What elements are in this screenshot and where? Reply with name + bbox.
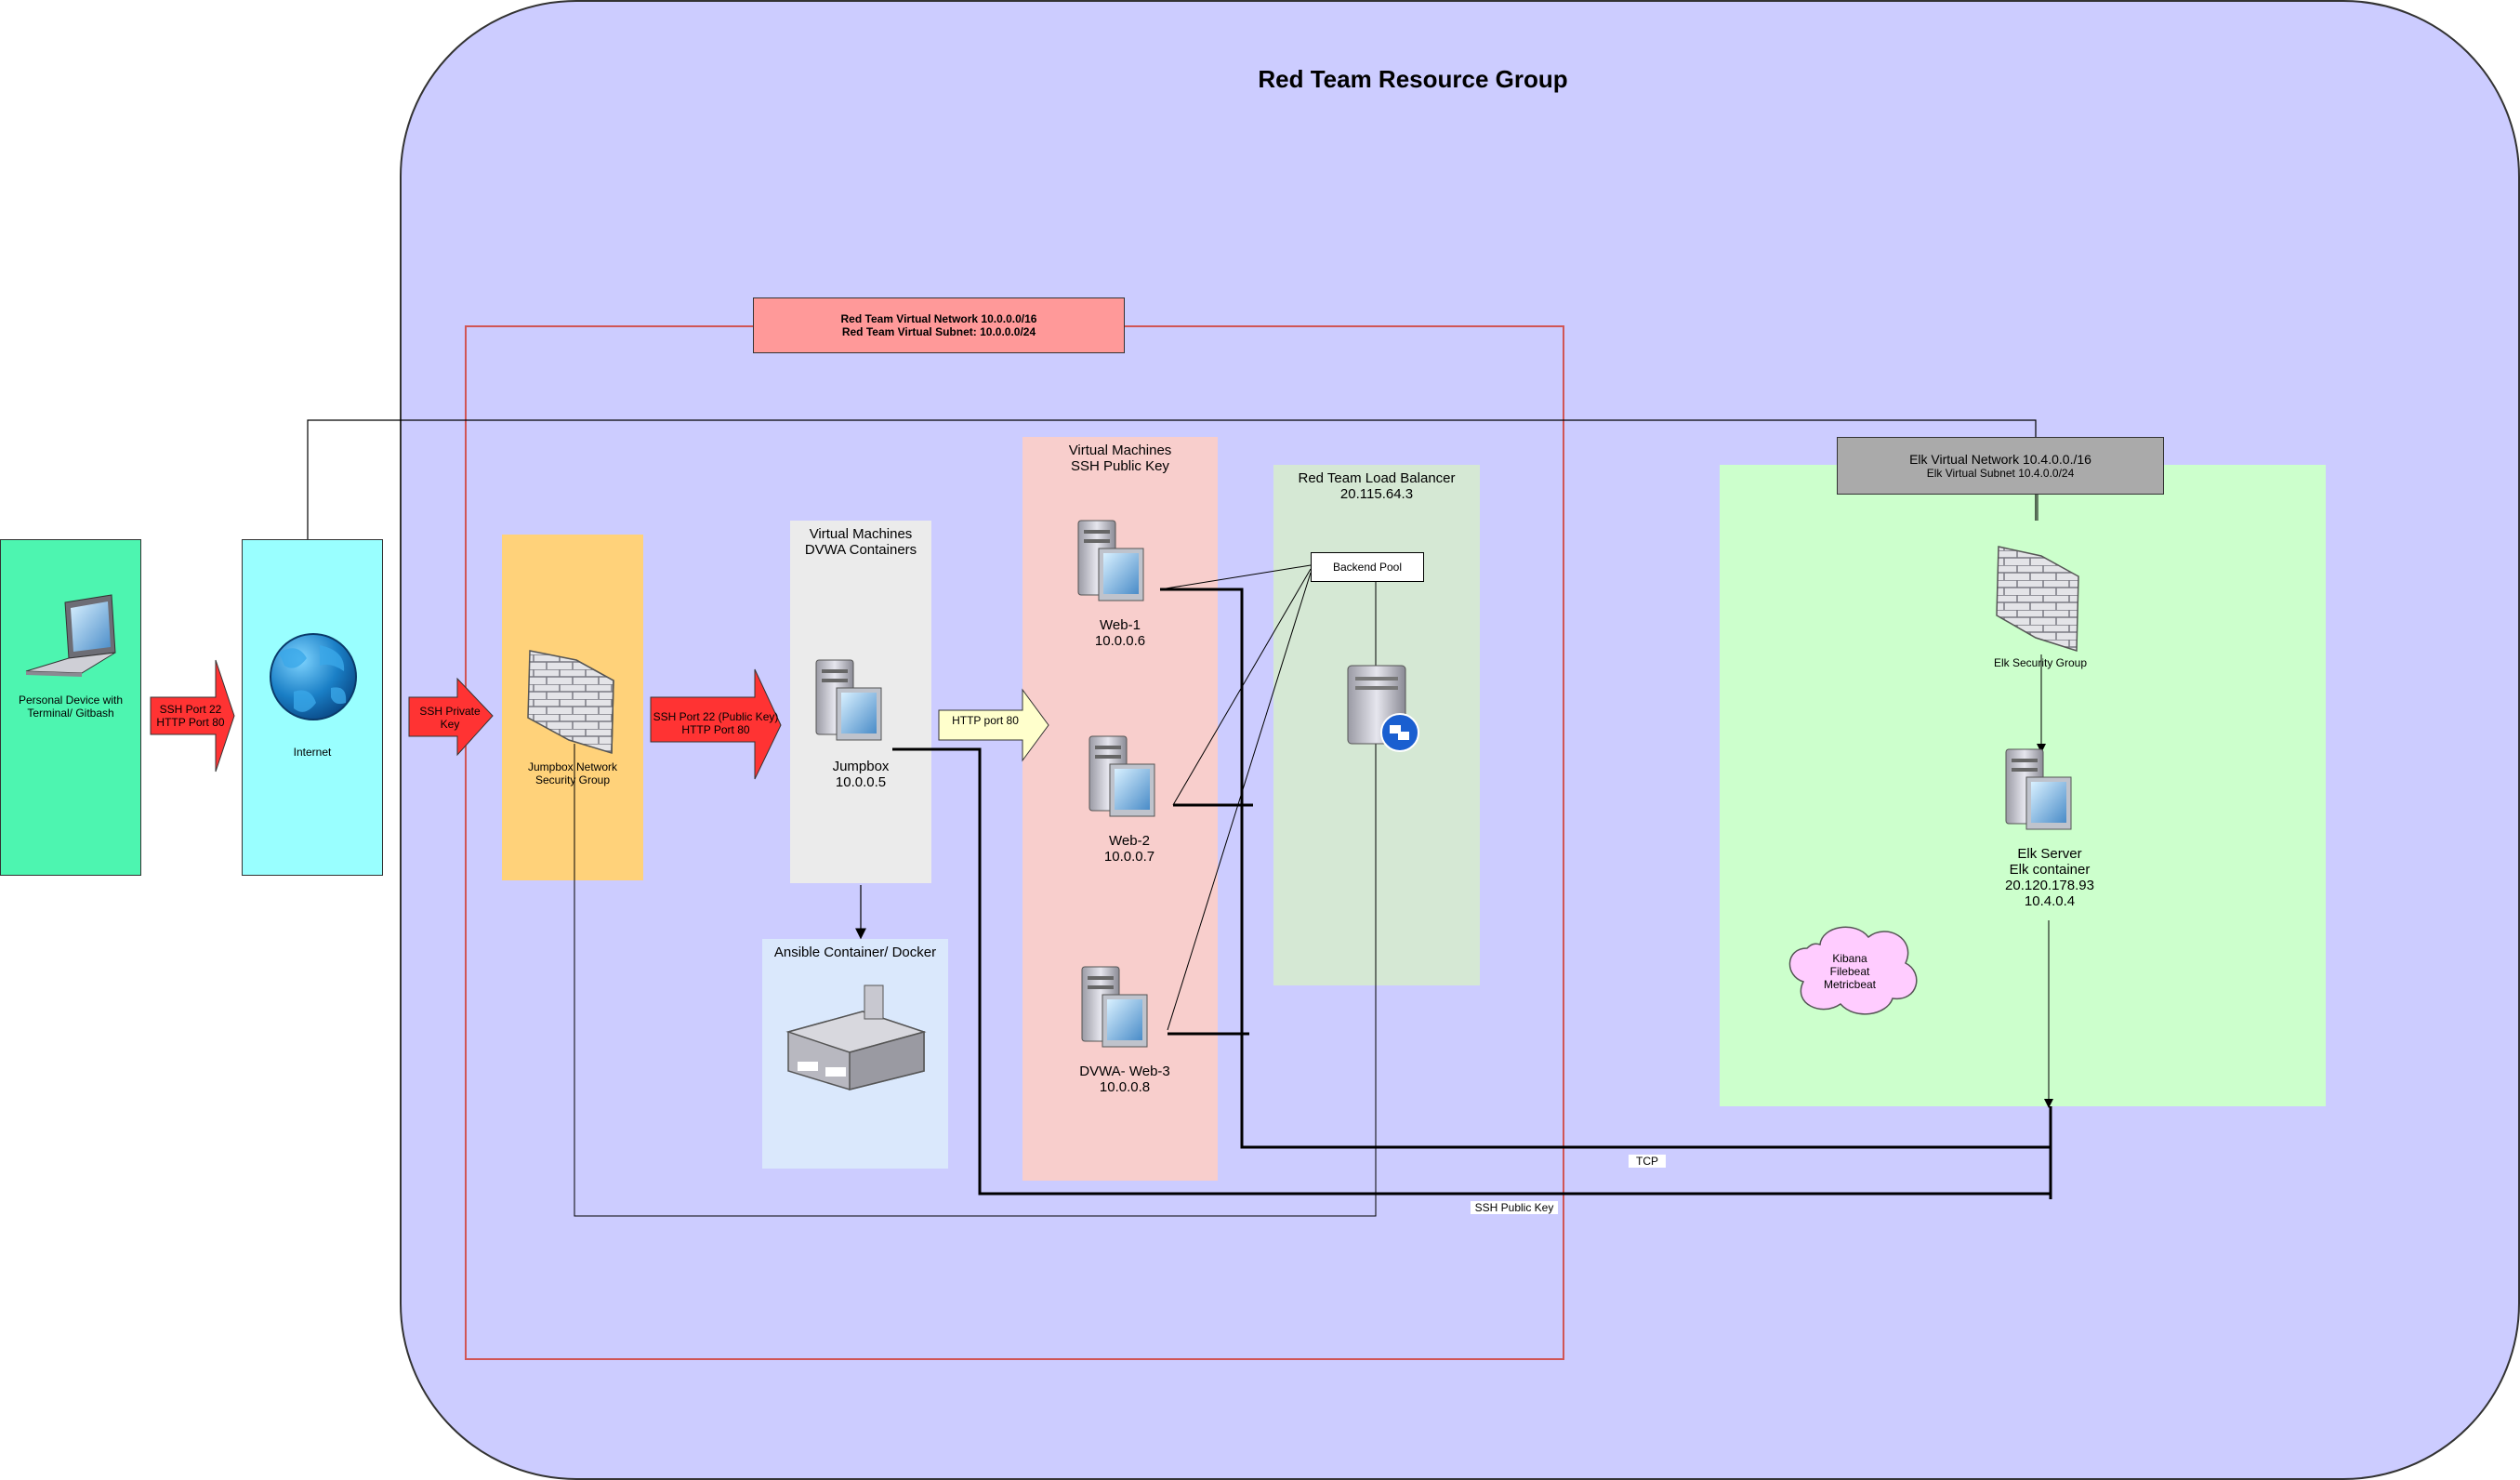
jumpbox-nsg-line2: Security Group xyxy=(534,773,611,786)
arrow-nsg-jumpbox-line2: HTTP Port 80 xyxy=(681,723,750,736)
laptop-icon xyxy=(25,594,116,677)
tcp-label: TCP xyxy=(1629,1155,1666,1168)
globe-icon xyxy=(270,633,357,720)
elk-cloud-label: Kibana Filebeat Metricbeat xyxy=(1803,952,1896,991)
personal-device-line2: Terminal/ Gitbash xyxy=(27,707,114,720)
elk-cloud-line2: Filebeat xyxy=(1829,965,1870,978)
elk-server-line2: Elk container xyxy=(2009,862,2091,878)
internet-elk-link xyxy=(307,419,2037,539)
vms-group-title: Virtual Machines SSH Public Key xyxy=(1023,443,1218,474)
arrow-internet-nsg xyxy=(408,677,494,757)
arrow-device-internet-line1: SSH Port 22 xyxy=(159,703,222,716)
load-balancer-ip: 20.115.64.3 xyxy=(1339,486,1414,502)
arrow-device-internet-line2: HTTP Port 80 xyxy=(156,716,225,729)
arrow-device-internet-label: SSH Port 22 HTTP Port 80 xyxy=(151,703,231,729)
elk-server-icon xyxy=(2005,748,2072,830)
web2-server-icon xyxy=(1088,735,1155,817)
jumpbox-group-line2: DVWA Containers xyxy=(804,542,917,558)
web3-ip: 10.0.0.8 xyxy=(1099,1079,1151,1095)
elk-cloud-line3: Metricbeat xyxy=(1823,978,1877,991)
personal-device-line1: Personal Device with xyxy=(18,694,124,707)
elk-server-line3: 20.120.178.93 xyxy=(2005,878,2094,893)
elk-vnet-label: Elk Virtual Network 10.4.0.0./16 Elk Vir… xyxy=(1837,437,2164,495)
jumpbox-label: Jumpbox 10.0.0.5 xyxy=(790,759,931,790)
nsg-lb-link xyxy=(574,744,1377,1217)
elk-vnet-line2: Elk Virtual Subnet 10.4.0.0/24 xyxy=(1926,467,2075,480)
load-balancer-server-icon xyxy=(1347,665,1419,752)
web3-pool-link xyxy=(1167,572,1312,1031)
web2-ip: 10.0.0.7 xyxy=(1103,849,1155,865)
jumpbox-nsg-label: Jumpbox Network Security Group xyxy=(502,760,643,786)
jumpbox-ip: 10.0.0.5 xyxy=(835,774,887,790)
arrow-nsg-jumpbox-label: SSH Port 22 (Public Key) HTTP Port 80 xyxy=(651,710,781,736)
backend-pool-box[interactable]: Backend Pool xyxy=(1311,552,1424,582)
arrow-internet-nsg-label: SSH Private Key xyxy=(409,705,491,731)
elk-server-line4: 10.4.0.4 xyxy=(2024,893,2076,909)
jumpbox-name: Jumpbox xyxy=(832,759,890,774)
load-balancer-name: Red Team Load Balancer xyxy=(1298,470,1456,486)
jumpbox-server-icon xyxy=(815,659,882,741)
personal-device-box xyxy=(0,539,141,876)
arrow-device-internet xyxy=(150,659,235,773)
web3-name: DVWA- Web-3 xyxy=(1079,1064,1170,1079)
elk-server-line1: Elk Server xyxy=(2017,846,2082,862)
web1-ip: 10.0.0.6 xyxy=(1094,633,1146,649)
elk-vnet-line1: Elk Virtual Network 10.4.0.0./16 xyxy=(1909,452,2091,467)
elk-server-label: Elk Server Elk container 20.120.178.93 1… xyxy=(1961,846,2138,909)
jumpbox-group-line1: Virtual Machines xyxy=(809,526,913,542)
web1-label: Web-1 10.0.0.6 xyxy=(1050,617,1190,649)
personal-device-label: Personal Device with Terminal/ Gitbash xyxy=(0,694,141,720)
elk-cloud-line1: Kibana xyxy=(1832,952,1867,965)
ssh-public-key-label: SSH Public Key xyxy=(1471,1201,1558,1214)
arrow-internet-nsg-line1: SSH Private xyxy=(419,705,481,718)
load-balancer-label: Red Team Load Balancer 20.115.64.3 xyxy=(1273,470,1480,502)
jumpbox-nsg-line1: Jumpbox Network xyxy=(527,760,618,773)
ansible-label: Ansible Container/ Docker xyxy=(773,945,937,960)
web1-pool-link xyxy=(1159,564,1312,590)
arrow-nsg-jumpbox xyxy=(650,668,782,780)
elk-security-label: Elk Security Group xyxy=(1993,656,2088,669)
vms-group-line1: Virtual Machines xyxy=(1068,443,1172,458)
web1-name: Web-1 xyxy=(1100,617,1141,633)
jumpbox-firewall-icon xyxy=(527,650,614,755)
elk-firewall-icon xyxy=(1996,546,2079,653)
resource-group-title: Red Team Resource Group xyxy=(1258,65,1568,93)
red-team-vnet-label: Red Team Virtual Network 10.0.0.0/16 Red… xyxy=(753,297,1125,353)
jumpbox-group-title: Virtual Machines DVWA Containers xyxy=(790,526,931,558)
tcp-bus xyxy=(1160,588,2051,1149)
http-arrow-label: HTTP port 80 xyxy=(952,714,1019,727)
elk-cloud-icon xyxy=(1788,926,1918,1015)
vnet-line1: Red Team Virtual Network 10.0.0.0/16 xyxy=(840,312,1037,325)
jumpbox-ssh-bus xyxy=(892,747,2051,1196)
arrow-nsg-jumpbox-line1: SSH Port 22 (Public Key) xyxy=(653,710,779,723)
web3-label: DVWA- Web-3 10.0.0.8 xyxy=(1050,1064,1199,1095)
web2-label: Web-2 10.0.0.7 xyxy=(1060,833,1199,865)
vnet-line2: Red Team Virtual Subnet: 10.0.0.0/24 xyxy=(841,325,1036,338)
internet-label: Internet xyxy=(293,746,332,759)
vms-group-line2: SSH Public Key xyxy=(1071,458,1169,474)
web3-server-icon xyxy=(1081,966,1148,1048)
web2-name: Web-2 xyxy=(1109,833,1150,849)
http-arrow xyxy=(938,688,1049,762)
web1-server-icon xyxy=(1077,520,1144,601)
arrow-internet-nsg-line2: Key xyxy=(440,718,460,731)
warehouse-icon xyxy=(785,984,927,1090)
